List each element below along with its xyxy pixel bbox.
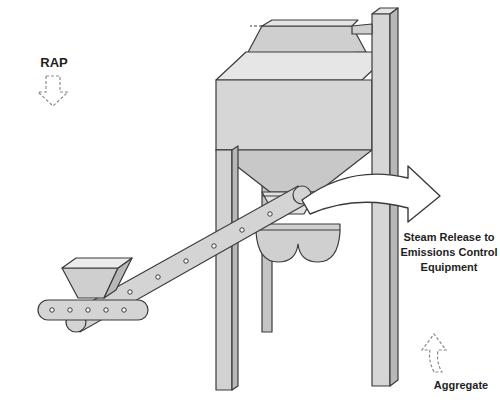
- roller: [50, 308, 54, 312]
- roller: [184, 259, 188, 263]
- roller: [68, 308, 72, 312]
- input-arrow: [422, 334, 446, 372]
- feed-hopper-top: [62, 258, 132, 268]
- lid-edge: [250, 25, 262, 26]
- roller: [212, 244, 216, 248]
- mixer-trough: [256, 224, 340, 262]
- input-arrow: [38, 76, 68, 106]
- steam-arrow: [302, 166, 440, 222]
- roller: [156, 275, 160, 279]
- roller: [122, 308, 126, 312]
- roller: [128, 290, 132, 294]
- feed-rollers: [50, 308, 126, 312]
- callout-label: Steam Release to Emissions Control Equip…: [400, 230, 498, 275]
- bin-lid-top: [262, 20, 358, 26]
- roller: [86, 308, 90, 312]
- callout-label: RAP: [30, 54, 78, 72]
- feed-belt: [38, 300, 148, 320]
- roller: [240, 228, 244, 232]
- feed-bin: [38, 258, 148, 320]
- vent-duct: [352, 24, 372, 34]
- bin-top: [216, 52, 392, 80]
- front-leg: [216, 150, 232, 390]
- roller: [104, 308, 108, 312]
- mixer-rim: [256, 229, 340, 230]
- callout-label: Aggregate: [424, 378, 498, 393]
- front-leg-side: [232, 146, 238, 390]
- roller: [268, 212, 272, 216]
- bin-body: [216, 80, 372, 150]
